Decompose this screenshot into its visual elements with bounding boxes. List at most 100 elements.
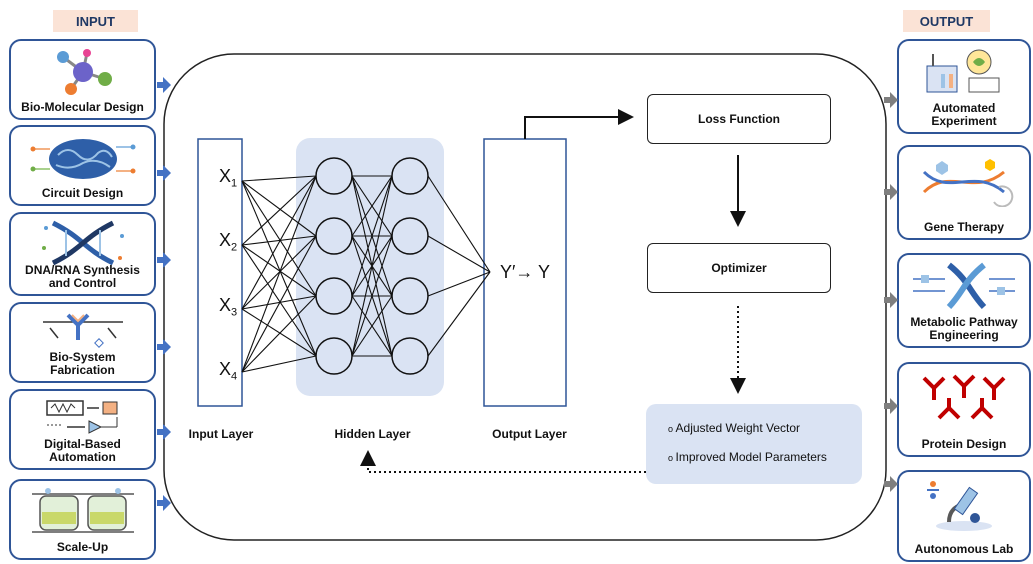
connection xyxy=(351,175,393,357)
lab-automation-icon xyxy=(926,49,1000,93)
bioreactor-icon xyxy=(31,488,134,533)
connection xyxy=(241,175,317,182)
output-card-metabolic-pathway-engineering: Metabolic Pathway Engineering xyxy=(897,253,1031,348)
loss-function-box: Loss Function xyxy=(647,94,831,144)
output-arrow xyxy=(884,292,898,308)
connection xyxy=(351,235,393,357)
network-connections xyxy=(241,175,491,373)
connection xyxy=(351,295,393,357)
input-label: DNA/RNA Synthesis and Control xyxy=(25,263,140,290)
updates-box xyxy=(646,404,862,484)
neuron xyxy=(315,157,353,195)
circuit-schematic-icon xyxy=(45,400,117,434)
connection xyxy=(241,180,317,357)
connection xyxy=(241,175,317,310)
input-header: INPUT xyxy=(53,10,138,32)
connection xyxy=(241,180,317,237)
output-label: Automated Experiment xyxy=(931,101,997,128)
connection xyxy=(241,235,317,373)
neuron xyxy=(315,337,353,375)
neurons xyxy=(315,157,429,375)
connection xyxy=(351,175,393,237)
connection xyxy=(351,175,393,297)
output-header: OUTPUT xyxy=(903,10,990,32)
input-card-circuit-design: Circuit Design xyxy=(9,125,156,206)
update-item: o Adjusted Weight Vector xyxy=(668,421,801,435)
input-layer-box xyxy=(197,138,243,407)
microscope-icon xyxy=(927,481,992,531)
connection xyxy=(241,175,317,373)
antibody-icon xyxy=(922,374,1006,420)
input-label: Circuit Design xyxy=(41,186,124,200)
input-arrow xyxy=(157,77,171,93)
input-arrow xyxy=(157,165,171,181)
output-layer-label: Output Layer xyxy=(492,427,567,441)
output-to-loss-arrow xyxy=(524,109,634,139)
optimizer-box: Optimizer xyxy=(647,243,831,293)
antibody-assembly-icon xyxy=(42,313,123,348)
output-card-protein-design: Protein Design xyxy=(897,362,1031,457)
neuron xyxy=(391,217,429,255)
neuron xyxy=(315,217,353,255)
bullet-icon: o xyxy=(668,424,676,434)
output-card-automated-experiment: Automated Experiment xyxy=(897,39,1031,134)
input-label: Digital-Based Automation xyxy=(44,437,121,464)
updates-list: o Adjusted Weight Vector o Improved Mode… xyxy=(668,421,827,464)
molecule-icon xyxy=(56,49,112,95)
input-variable-x1: X1 xyxy=(219,166,238,190)
connection xyxy=(241,308,317,357)
output-arrows xyxy=(884,92,898,492)
connection xyxy=(241,355,317,373)
output-arrow xyxy=(884,476,898,492)
connection xyxy=(427,235,491,273)
connection xyxy=(427,271,491,297)
output-label: Protein Design xyxy=(921,437,1007,451)
input-card-scale-up: Scale-Up xyxy=(9,479,156,560)
neuron xyxy=(315,277,353,315)
input-arrow xyxy=(157,495,171,511)
output-value: Y′→ Y xyxy=(500,262,551,282)
input-arrow xyxy=(157,339,171,355)
hidden-layer-background xyxy=(296,138,444,396)
dna-helix-icon xyxy=(41,220,124,266)
output-label: Metabolic Pathway Engineering xyxy=(910,315,1018,342)
feedback-arrow xyxy=(360,450,646,473)
connection xyxy=(241,235,317,246)
dna-therapy-icon xyxy=(922,159,1014,207)
input-arrows xyxy=(157,77,171,511)
input-arrow xyxy=(157,252,171,268)
connection xyxy=(241,244,317,357)
hidden-layer-label: Hidden Layer xyxy=(334,427,411,441)
input-label: Scale-Up xyxy=(56,540,109,554)
input-card-bio-molecular-design: Bio-Molecular Design xyxy=(9,39,156,120)
input-label: Bio-System Fabrication xyxy=(49,350,116,377)
neuron xyxy=(391,157,429,195)
connection xyxy=(241,244,317,297)
output-layer-box xyxy=(483,138,567,407)
input-variable-x4: X4 xyxy=(219,359,238,383)
input-variable-x3: X3 xyxy=(219,295,238,319)
connection xyxy=(427,175,491,273)
input-variable-x2: X2 xyxy=(219,230,238,254)
brain-circuit-icon xyxy=(30,139,135,179)
input-arrow xyxy=(157,424,171,440)
connection xyxy=(427,271,491,357)
input-layer-label: Input Layer xyxy=(188,427,254,441)
connection xyxy=(241,180,317,297)
output-arrow xyxy=(884,184,898,200)
input-card-bio-system-fabrication: Bio-System Fabrication xyxy=(9,302,156,383)
output-label: Autonomous Lab xyxy=(914,542,1014,556)
bullet-icon: o xyxy=(668,453,676,463)
connection xyxy=(241,175,317,246)
connection xyxy=(241,295,317,310)
update-item: o Improved Model Parameters xyxy=(668,450,827,464)
output-card-autonomous-lab: Autonomous Lab xyxy=(897,470,1031,562)
dna-circuit-icon xyxy=(913,262,1015,310)
input-label: Bio-Molecular Design xyxy=(21,100,144,114)
output-arrow xyxy=(884,398,898,414)
neuron xyxy=(391,277,429,315)
neuron xyxy=(391,337,429,375)
output-card-gene-therapy: Gene Therapy xyxy=(897,145,1031,240)
output-arrow xyxy=(884,92,898,108)
